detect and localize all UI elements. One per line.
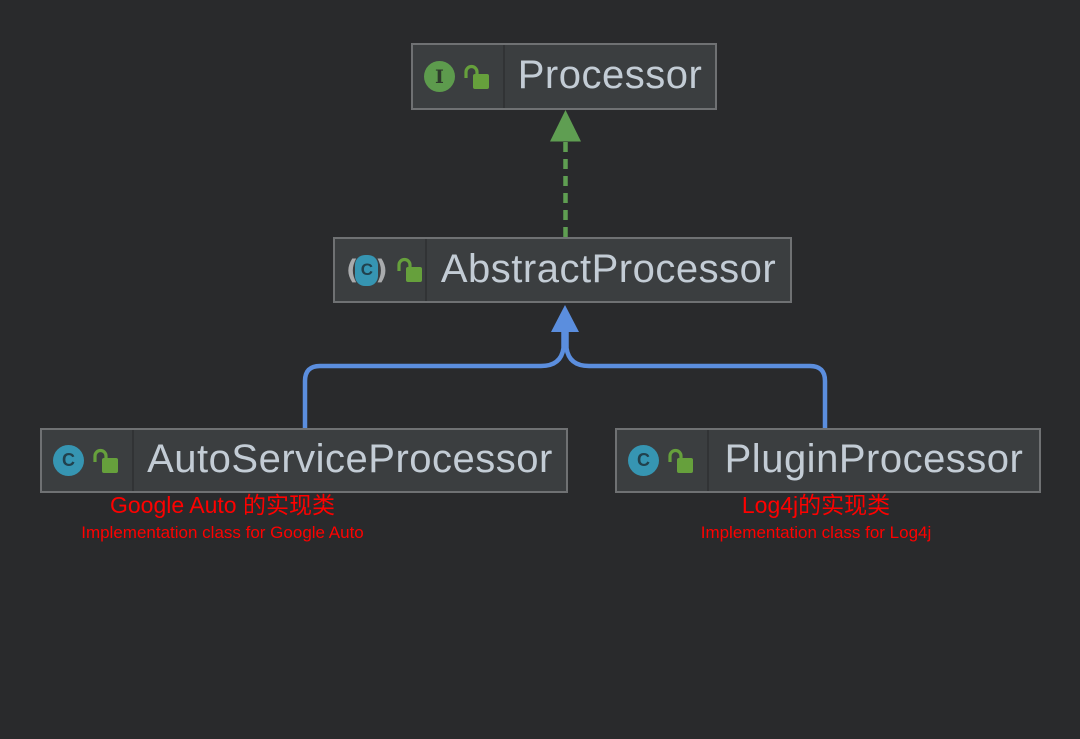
public-unlocked-icon [397, 257, 422, 282]
node-processor[interactable]: I Processor [411, 43, 717, 110]
extends-edge-autoserviceprocessor-to-abstractprocessor [302, 331, 566, 428]
node-abstract-processor-icon-cell: ( C ) [335, 239, 427, 301]
annotation-plugin-line2: Implementation class for Log4j [700, 522, 932, 542]
interface-icon: I [424, 61, 455, 92]
implements-edge-abstractprocessor-to-processor [550, 110, 581, 237]
node-abstract-processor-label: AbstractProcessor [440, 246, 777, 291]
annotation-plugin-line1: Log4j的实现类 [741, 492, 891, 518]
node-plugin-processor-icon-cell: C [617, 430, 709, 491]
public-unlocked-icon [93, 448, 118, 473]
node-auto-service-processor-label: AutoServiceProcessor [147, 437, 553, 481]
abstract-paren-open: ( [346, 254, 359, 286]
annotation-plugin: Log4j的实现类 Implementation class for Log4j [630, 492, 1002, 542]
abstract-paren-close: ) [375, 254, 388, 286]
node-processor-icon-cell: I [413, 45, 505, 108]
node-auto-service-processor[interactable]: C AutoServiceProcessor [40, 428, 568, 493]
node-processor-label: Processor [517, 53, 703, 97]
extends-arrowhead [551, 305, 579, 332]
abstract-class-glyph: C [355, 254, 379, 286]
extends-edge-pluginprocessor-to-abstractprocessor [564, 331, 828, 428]
annotation-auto-service: Google Auto 的实现类 Implementation class fo… [30, 492, 415, 542]
class-icon: C [53, 445, 84, 476]
abstract-class-icon: ( C ) [346, 254, 388, 286]
annotation-auto-service-line1: Google Auto 的实现类 [110, 492, 335, 518]
node-plugin-processor[interactable]: C PluginProcessor [615, 428, 1041, 493]
node-abstract-processor[interactable]: ( C ) AbstractProcessor [333, 237, 792, 303]
annotation-auto-service-line2: Implementation class for Google Auto [81, 522, 364, 542]
node-auto-service-processor-icon-cell: C [42, 430, 134, 491]
class-icon: C [628, 445, 659, 476]
node-plugin-processor-label: PluginProcessor [724, 437, 1024, 481]
public-unlocked-icon [464, 64, 489, 89]
public-unlocked-icon [668, 448, 693, 473]
